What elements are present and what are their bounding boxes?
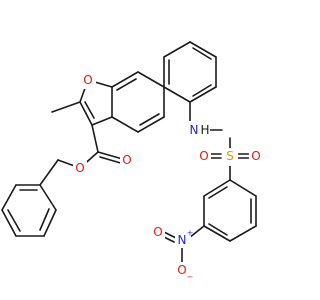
ester-group: [57, 124, 127, 169]
naphthalene-lower-ring: [111, 71, 191, 133]
benzyl-ring: [1, 159, 59, 237]
nitrophenyl-ring: [203, 179, 257, 242]
nitro-nitrogen-charge: +: [187, 229, 194, 238]
nitro-oxygen-charge: −: [187, 273, 194, 282]
methyl-group: [51, 101, 81, 113]
furan-oxygen-label: O: [83, 73, 92, 87]
sulfur-label: S: [226, 149, 234, 163]
nitro-oxygen-double-label: O: [153, 225, 162, 239]
amide-hydrogen-label: H: [200, 123, 209, 137]
nitro-nitrogen-label: N: [178, 233, 187, 247]
chemical-structure: O O O N H S O O N + O O −: [1, 41, 261, 282]
sulfonyl-oxygen-left-label: O: [199, 149, 208, 163]
carbonyl-oxygen-label: O: [122, 153, 131, 167]
ester-oxygen-label: O: [75, 161, 84, 175]
amide-nitrogen-label: N: [190, 123, 199, 137]
sulfonyl-oxygen-right-label: O: [251, 149, 260, 163]
naphthalene-top-ring: [163, 41, 217, 103]
nitro-oxygen-anion-label: O: [177, 263, 186, 277]
